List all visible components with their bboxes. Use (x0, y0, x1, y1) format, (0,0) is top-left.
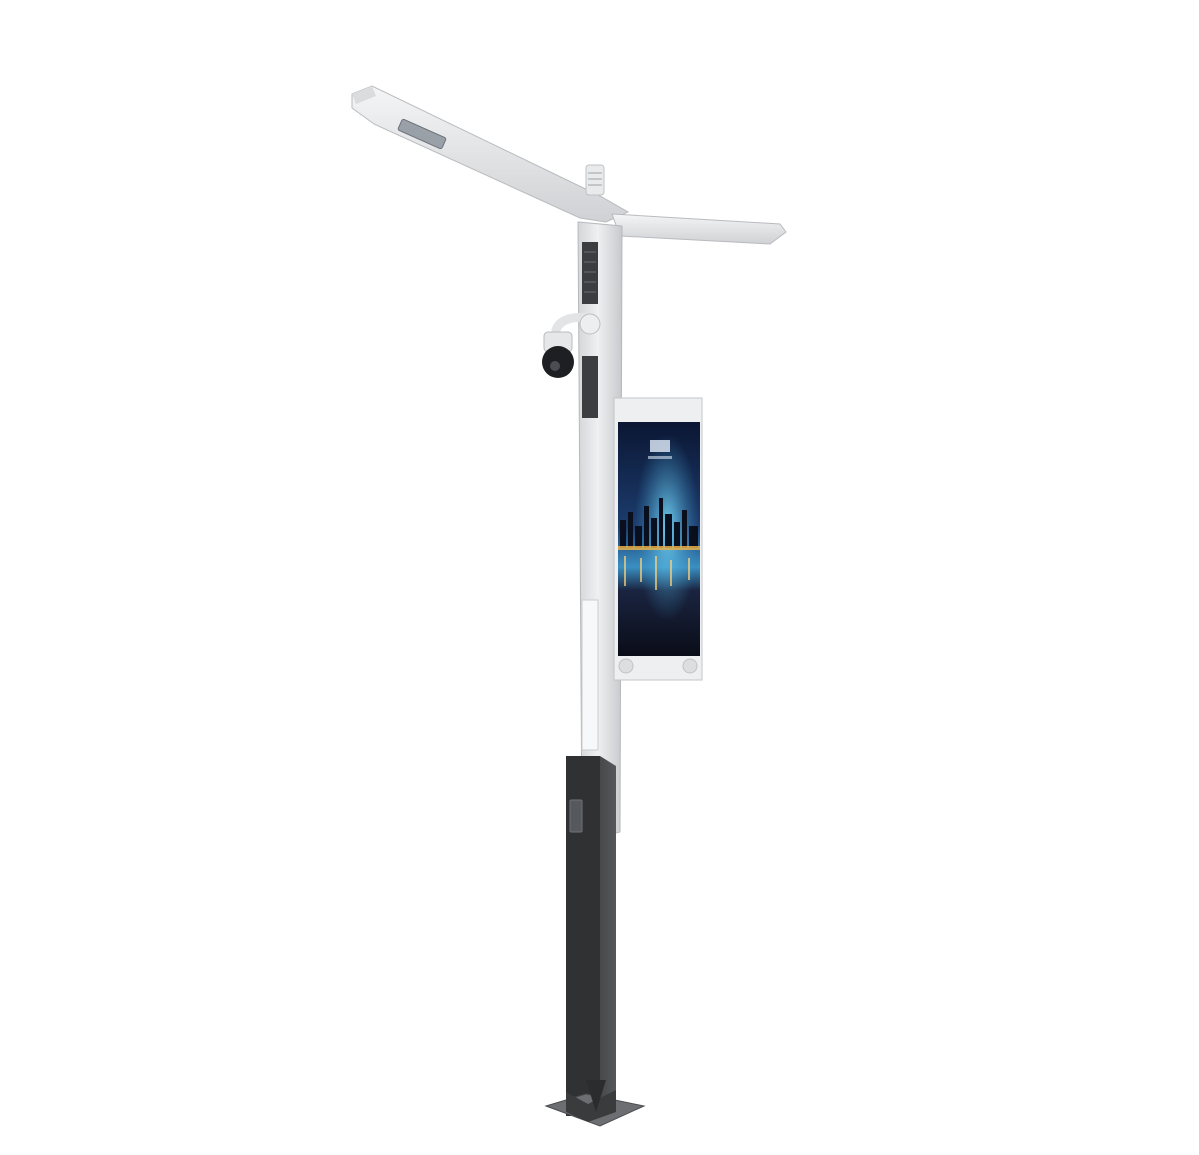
camera-icon (542, 312, 601, 378)
right-lamp-arm (611, 213, 787, 245)
access-door (569, 799, 583, 833)
left-lamp-arm (351, 85, 630, 223)
vent-panel (582, 242, 598, 304)
top-sensor (585, 164, 605, 196)
vent-panel-lower (582, 356, 598, 418)
lower-pole (566, 756, 616, 1116)
upper-pole (577, 221, 623, 837)
base-plate (544, 1080, 646, 1127)
lamp-lens-icon (397, 118, 447, 150)
led-display-screen (613, 397, 703, 681)
